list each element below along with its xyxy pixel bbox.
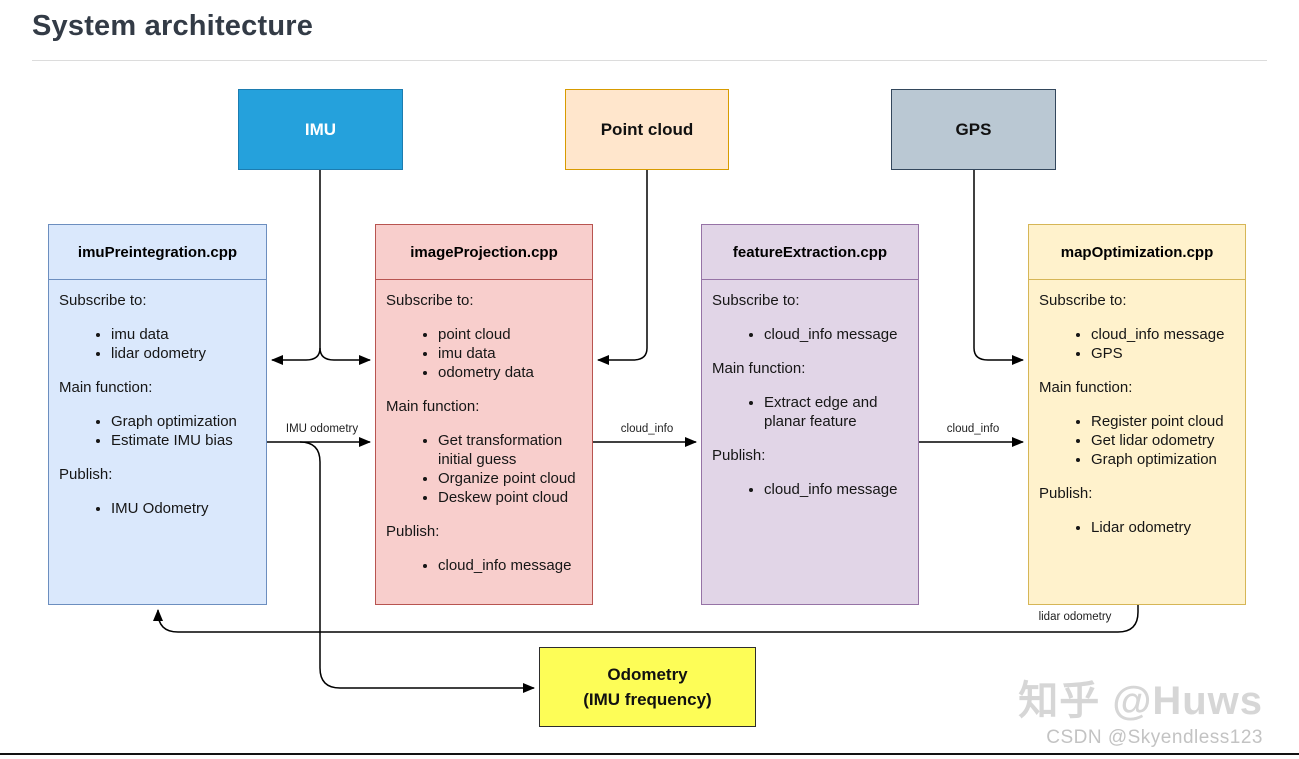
publish-heading: Publish:	[712, 447, 766, 464]
list-item: Extract edge and planar feature	[764, 393, 908, 431]
main-list: Get transformation initial guess Organiz…	[386, 431, 582, 507]
edge-label-lidar-odometry: lidar odometry	[1038, 611, 1112, 623]
main-heading: Main function:	[386, 398, 480, 415]
list-item: Lidar odometry	[1091, 518, 1235, 537]
module-body: Subscribe to: point cloud imu data odome…	[376, 280, 592, 575]
list-item: Get lidar odometry	[1091, 431, 1235, 450]
main-list: Register point cloud Get lidar odometry …	[1039, 412, 1235, 469]
subscribe-heading: Subscribe to:	[712, 292, 800, 309]
list-item: Deskew point cloud	[438, 488, 582, 507]
list-item: cloud_info message	[764, 325, 908, 344]
list-item: IMU Odometry	[111, 499, 256, 518]
list-item: Graph optimization	[111, 412, 256, 431]
page-title: System architecture	[32, 10, 314, 42]
main-heading: Main function:	[712, 360, 806, 377]
edge-gps-to-mapoptimization	[973, 170, 1024, 365]
main-heading: Main function:	[1039, 379, 1133, 396]
module-title: imuPreintegration.cpp	[49, 225, 266, 280]
subscribe-heading: Subscribe to:	[1039, 292, 1127, 309]
module-imu-preintegration: imuPreintegration.cpp Subscribe to: imu …	[48, 224, 267, 605]
edge-lidar-odometry-feedback	[153, 605, 1139, 633]
list-item: imu data	[438, 344, 582, 363]
module-title: mapOptimization.cpp	[1029, 225, 1245, 280]
publish-list: Lidar odometry	[1039, 518, 1235, 537]
list-item: lidar odometry	[111, 344, 256, 363]
module-body: Subscribe to: cloud_info message GPS Mai…	[1029, 280, 1245, 537]
node-odometry-output: Odometry (IMU frequency)	[539, 647, 756, 727]
main-list: Extract edge and planar feature	[712, 393, 908, 431]
node-gps: GPS	[891, 89, 1056, 170]
publish-list: cloud_info message	[386, 556, 582, 575]
module-body: Subscribe to: cloud_info message Main fu…	[702, 280, 918, 499]
edge-pointcloud-to-imageprojection	[597, 170, 648, 365]
node-imu: IMU	[238, 89, 403, 170]
publish-heading: Publish:	[59, 466, 113, 483]
main-list: Graph optimization Estimate IMU bias	[59, 412, 256, 450]
watermark-csdn: CSDN @Skyendless123	[1046, 727, 1263, 748]
list-item: Estimate IMU bias	[111, 431, 256, 450]
list-item: imu data	[111, 325, 256, 344]
edge-label-cloud-info-1: cloud_info	[620, 423, 674, 435]
list-item: Get transformation initial guess	[438, 431, 582, 469]
edge-imu-to-preintegration	[271, 347, 321, 365]
list-item: cloud_info message	[438, 556, 582, 575]
module-map-optimization: mapOptimization.cpp Subscribe to: cloud_…	[1028, 224, 1246, 605]
subscribe-list: cloud_info message GPS	[1039, 325, 1235, 363]
list-item: odometry data	[438, 363, 582, 382]
subscribe-list: point cloud imu data odometry data	[386, 325, 582, 382]
edge-label-imu-odometry: IMU odometry	[285, 423, 359, 435]
title-divider	[32, 60, 1267, 61]
subscribe-list: imu data lidar odometry	[59, 325, 256, 363]
list-item: Organize point cloud	[438, 469, 582, 488]
list-item: cloud_info message	[1091, 325, 1235, 344]
watermark-zhihu: 知乎 @Huws	[1018, 679, 1263, 723]
module-body: Subscribe to: imu data lidar odometry Ma…	[49, 280, 266, 518]
publish-heading: Publish:	[1039, 485, 1093, 502]
edge-label-cloud-info-2: cloud_info	[946, 423, 1000, 435]
edge-imu-to-imageprojection	[319, 347, 371, 365]
subscribe-list: cloud_info message	[712, 325, 908, 344]
list-item: GPS	[1091, 344, 1235, 363]
module-feature-extraction: featureExtraction.cpp Subscribe to: clou…	[701, 224, 919, 605]
list-item: point cloud	[438, 325, 582, 344]
odometry-label-line2: (IMU frequency)	[583, 690, 712, 709]
publish-heading: Publish:	[386, 523, 440, 540]
publish-list: cloud_info message	[712, 480, 908, 499]
list-item: cloud_info message	[764, 480, 908, 499]
subscribe-heading: Subscribe to:	[59, 292, 147, 309]
module-title: featureExtraction.cpp	[702, 225, 918, 280]
module-image-projection: imageProjection.cpp Subscribe to: point …	[375, 224, 593, 605]
odometry-label-line1: Odometry	[607, 665, 688, 684]
bottom-border	[0, 753, 1299, 755]
publish-list: IMU Odometry	[59, 499, 256, 518]
module-title: imageProjection.cpp	[376, 225, 592, 280]
node-point-cloud: Point cloud	[565, 89, 729, 170]
subscribe-heading: Subscribe to:	[386, 292, 474, 309]
list-item: Graph optimization	[1091, 450, 1235, 469]
main-heading: Main function:	[59, 379, 153, 396]
list-item: Register point cloud	[1091, 412, 1235, 431]
